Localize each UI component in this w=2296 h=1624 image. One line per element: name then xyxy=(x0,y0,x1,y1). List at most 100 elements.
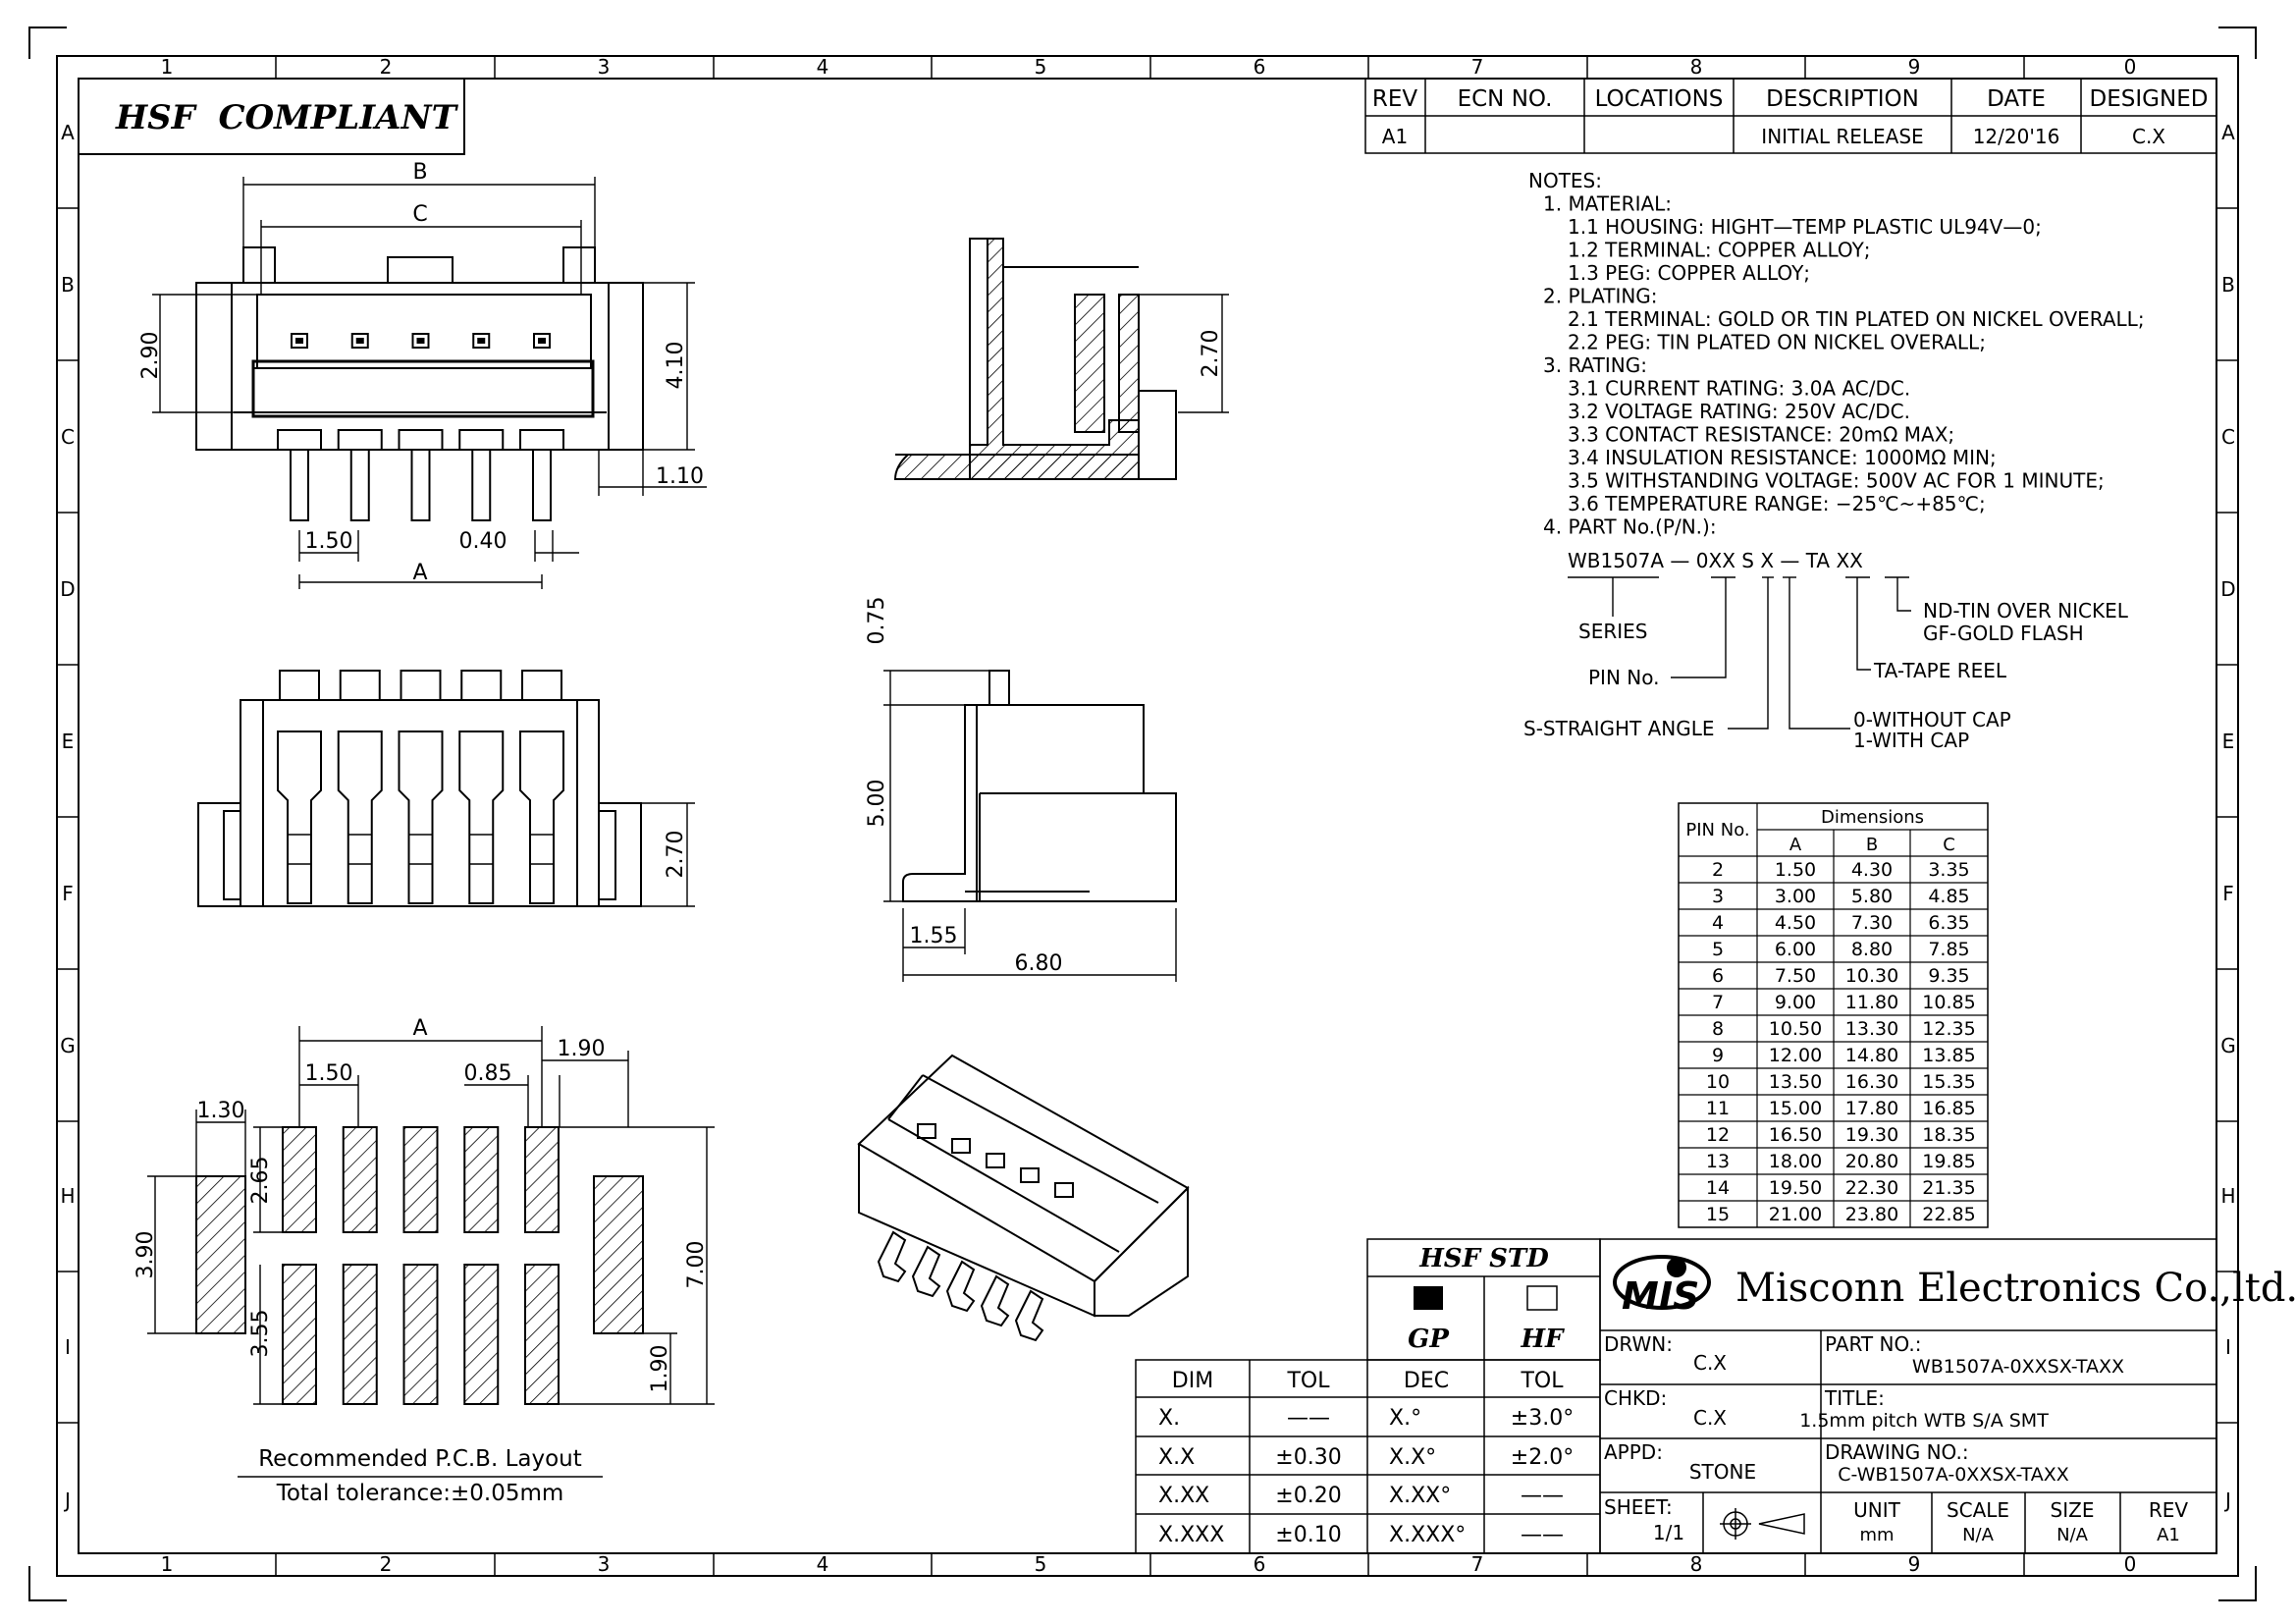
dim-table-cell: 22.85 xyxy=(1922,1204,1975,1225)
note-line: 1.3 PEG: COPPER ALLOY; xyxy=(1568,261,1810,285)
note-line: NOTES: xyxy=(1528,169,1602,192)
dec-dim: X.XXX° xyxy=(1389,1523,1466,1547)
col-label-top: 4 xyxy=(817,55,829,79)
tol-dim: X.XX xyxy=(1158,1484,1209,1508)
title-value: 1.5mm pitch WTB S/A SMT xyxy=(1799,1410,2049,1432)
row-label-right: H xyxy=(2220,1184,2235,1208)
dim-table-title: Dimensions xyxy=(1821,807,1924,828)
pin xyxy=(471,449,492,521)
dim-table-cell: 19.85 xyxy=(1922,1151,1975,1172)
col-label-bottom: 2 xyxy=(380,1552,393,1576)
col-label-top: 1 xyxy=(161,55,174,79)
hsf-compliant-box xyxy=(78,78,465,155)
note-line: 2.1 TERMINAL: GOLD OR TIN PLATED ON NICK… xyxy=(1568,307,2145,331)
legend-pin: PIN No. xyxy=(1588,666,1659,689)
dim-table-col-header: A xyxy=(1789,835,1802,855)
col-label-bottom: 7 xyxy=(1471,1552,1484,1576)
sheet-value: 1/1 xyxy=(1653,1521,1684,1544)
iso-contact xyxy=(951,1138,971,1154)
row-label-right: I xyxy=(2225,1335,2231,1359)
row-label-right: B xyxy=(2221,273,2235,297)
revision-table xyxy=(1364,78,2217,154)
row-label-left: B xyxy=(61,273,75,297)
dim-table-pin: 14 xyxy=(1706,1177,1730,1199)
top-rib xyxy=(521,670,562,701)
dim-table-cell: 21.35 xyxy=(1922,1177,1975,1199)
right-side-view xyxy=(902,670,1177,902)
contact xyxy=(538,338,546,344)
col-label-top: 3 xyxy=(598,55,611,79)
dec-value: ±2.0° xyxy=(1511,1445,1574,1470)
col-label-bottom: 8 xyxy=(1690,1552,1703,1576)
pin xyxy=(349,449,370,521)
pcb-pad-top xyxy=(402,1126,439,1233)
dim-table-pin: 2 xyxy=(1712,859,1724,881)
dim-table-cell: 4.85 xyxy=(1928,886,1969,907)
pcb-pad-top xyxy=(524,1126,560,1233)
iso-pin xyxy=(877,1230,907,1283)
pcb-pad-bottom xyxy=(463,1264,500,1405)
pin xyxy=(532,449,552,521)
pcb-layout xyxy=(195,1126,644,1405)
iso-contact xyxy=(1020,1167,1040,1183)
col-label-bottom: 1 xyxy=(161,1552,174,1576)
dim-table-pin: 4 xyxy=(1712,912,1724,934)
row-label-left: F xyxy=(62,882,74,905)
dim-table-pin: 5 xyxy=(1712,939,1724,960)
hf-checkbox-empty xyxy=(1526,1285,1558,1311)
tol-value: ±0.10 xyxy=(1275,1523,1341,1547)
iso-contact xyxy=(986,1153,1005,1168)
col-label-top: 6 xyxy=(1254,55,1266,79)
dim-b-label: B xyxy=(412,160,427,185)
iso-pin xyxy=(911,1245,941,1298)
row-label-left: A xyxy=(61,121,75,144)
note-line: 1. MATERIAL: xyxy=(1543,192,1672,216)
gp-checkbox-filled xyxy=(1414,1286,1443,1310)
right-side-dimensions xyxy=(883,670,1177,982)
dim-table-cell: 6.35 xyxy=(1928,912,1969,934)
iso-pin xyxy=(1014,1289,1044,1342)
dim-table-cell: 18.35 xyxy=(1922,1124,1975,1146)
top-view-pins xyxy=(277,333,564,521)
dec-dim: X.XX° xyxy=(1389,1484,1451,1508)
dim-table-cell: 12.35 xyxy=(1922,1018,1975,1040)
col-label-bottom: 4 xyxy=(817,1552,829,1576)
note-line: 3.2 VOLTAGE RATING: 250V AC/DC. xyxy=(1568,400,1910,423)
sheet-label: SHEET: xyxy=(1604,1495,1673,1519)
dim-table-cell: 13.30 xyxy=(1845,1018,1898,1040)
drwn-value: C.X xyxy=(1693,1351,1727,1375)
pin-slot xyxy=(398,429,444,451)
description-value: INITIAL RELEASE xyxy=(1761,125,1923,148)
dim-table-cell: 14.80 xyxy=(1845,1045,1898,1066)
dim-table-pin-header: PIN No. xyxy=(1685,820,1749,840)
tol-dim: X.X xyxy=(1158,1445,1195,1470)
dim-table-pin: 9 xyxy=(1712,1045,1724,1066)
dim-410-label: 4.10 xyxy=(664,342,688,390)
col-label-bottom: 5 xyxy=(1035,1552,1047,1576)
part-code-leaders xyxy=(1568,576,1911,730)
row-label-left: D xyxy=(60,577,75,601)
col-label-top: 9 xyxy=(1908,55,1921,79)
note-line: 2.2 PEG: TIN PLATED ON NICKEL OVERALL; xyxy=(1568,331,1986,354)
top-rib xyxy=(279,670,320,701)
tol-header: TOL xyxy=(1286,1369,1330,1393)
terminal-cavity xyxy=(458,731,505,904)
dim-table-col-header: C xyxy=(1943,835,1955,855)
iso-contact xyxy=(1054,1182,1074,1198)
dim-table-cell: 16.30 xyxy=(1845,1071,1898,1093)
drawing-label: DRAWING NO.: xyxy=(1825,1440,1969,1464)
pcb-dim-355-label: 3.55 xyxy=(248,1310,273,1358)
dim-table-cell: 22.30 xyxy=(1845,1177,1898,1199)
row-label-right: D xyxy=(2220,577,2235,601)
dim-table-cell: 16.85 xyxy=(1922,1098,1975,1119)
dim-table-pin: 8 xyxy=(1712,1018,1724,1040)
row-label-right: C xyxy=(2221,425,2235,449)
top-view-dim-text: B C 2.90 4.10 1.10 1.50 0.40 A xyxy=(138,160,704,585)
dim-table-cell: 11.80 xyxy=(1845,992,1898,1013)
side-dimensions xyxy=(1139,294,1229,413)
note-line: 3.1 CURRENT RATING: 3.0A AC/DC. xyxy=(1568,377,1910,401)
row-label-right: J xyxy=(2223,1489,2231,1512)
note-line: 3.5 WITHSTANDING VOLTAGE: 500V AC FOR 1 … xyxy=(1568,469,2105,493)
legend-tape: TA-TAPE REEL xyxy=(1873,659,2007,682)
